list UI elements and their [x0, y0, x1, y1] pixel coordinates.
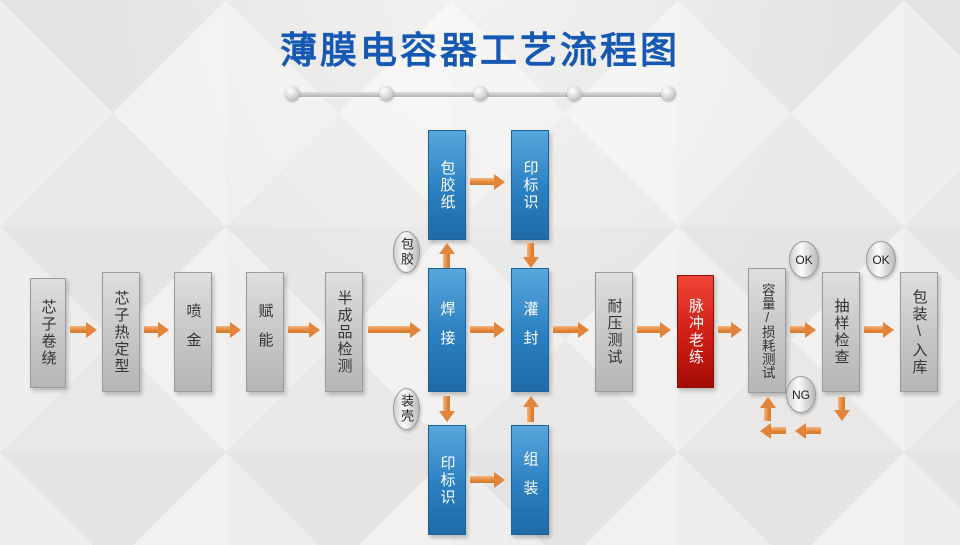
arrow-feedback-left-2 [760, 422, 786, 439]
divider-bead [379, 86, 394, 101]
node-sampling-inspection: 抽样检查 [822, 272, 860, 392]
arrow-feedback-left-1 [795, 422, 821, 439]
arrow-main-1 [70, 321, 97, 338]
node-assembly: 组装 [511, 425, 549, 535]
arrow-feedback-up [759, 397, 776, 421]
node-semi-finished-inspection: 半成品检测 [325, 272, 363, 392]
node-wrapping-tape: 包胶纸 [428, 130, 466, 240]
arrow-main-10 [790, 321, 816, 338]
arrow-welding-to-print-mark-bottom [438, 396, 455, 422]
arrow-main-9 [718, 321, 742, 338]
divider-bead [473, 86, 488, 101]
tag-wrapping: 包胶 [393, 231, 420, 273]
arrow-print-mark-to-potting [522, 243, 539, 268]
arrow-welding-to-wrapping-tape [438, 243, 455, 268]
arrow-main-11 [864, 321, 894, 338]
node-welding: 焊接 [428, 268, 466, 392]
tag-ok-after-capacity-test: OK [789, 241, 819, 278]
node-packing-warehousing: 包装\入库 [900, 272, 938, 392]
node-potting: 灌封 [511, 268, 549, 392]
arrow-feedback-down [833, 397, 850, 421]
node-print-mark-bottom: 印标识 [428, 425, 466, 535]
arrow-main-4 [288, 321, 320, 338]
node-pulse-aging: 脉冲老练 [677, 275, 714, 388]
arrow-main-2 [144, 321, 169, 338]
divider-bead [661, 86, 676, 101]
arrow-print-mark-to-assembly [470, 471, 505, 488]
node-capacity-loss-test: 容量/损耗测试 [748, 268, 786, 393]
arrow-main-3 [216, 321, 241, 338]
arrow-main-6 [470, 321, 505, 338]
page-title: 薄膜电容器工艺流程图 [280, 30, 680, 71]
tag-ok-after-sampling: OK [866, 241, 896, 278]
node-withstand-voltage-test: 耐压测试 [595, 272, 633, 392]
arrow-main-8 [637, 321, 671, 338]
divider-bead [567, 86, 582, 101]
node-metal-spraying: 喷金 [174, 272, 212, 392]
arrow-main-5 [368, 321, 421, 338]
node-print-mark-top: 印标识 [511, 130, 549, 240]
node-core-heat-setting: 芯子热定型 [102, 272, 140, 392]
tag-ng-feedback: NG [786, 376, 816, 413]
divider-bead [285, 86, 300, 101]
arrow-assembly-to-potting [522, 396, 539, 422]
arrow-main-7 [553, 321, 589, 338]
node-core-winding: 芯子卷绕 [30, 278, 66, 388]
node-energizing: 赋能 [246, 272, 284, 392]
arrow-wrapping-tape-to-print-mark [470, 173, 505, 190]
tag-casing: 装壳 [393, 388, 420, 430]
